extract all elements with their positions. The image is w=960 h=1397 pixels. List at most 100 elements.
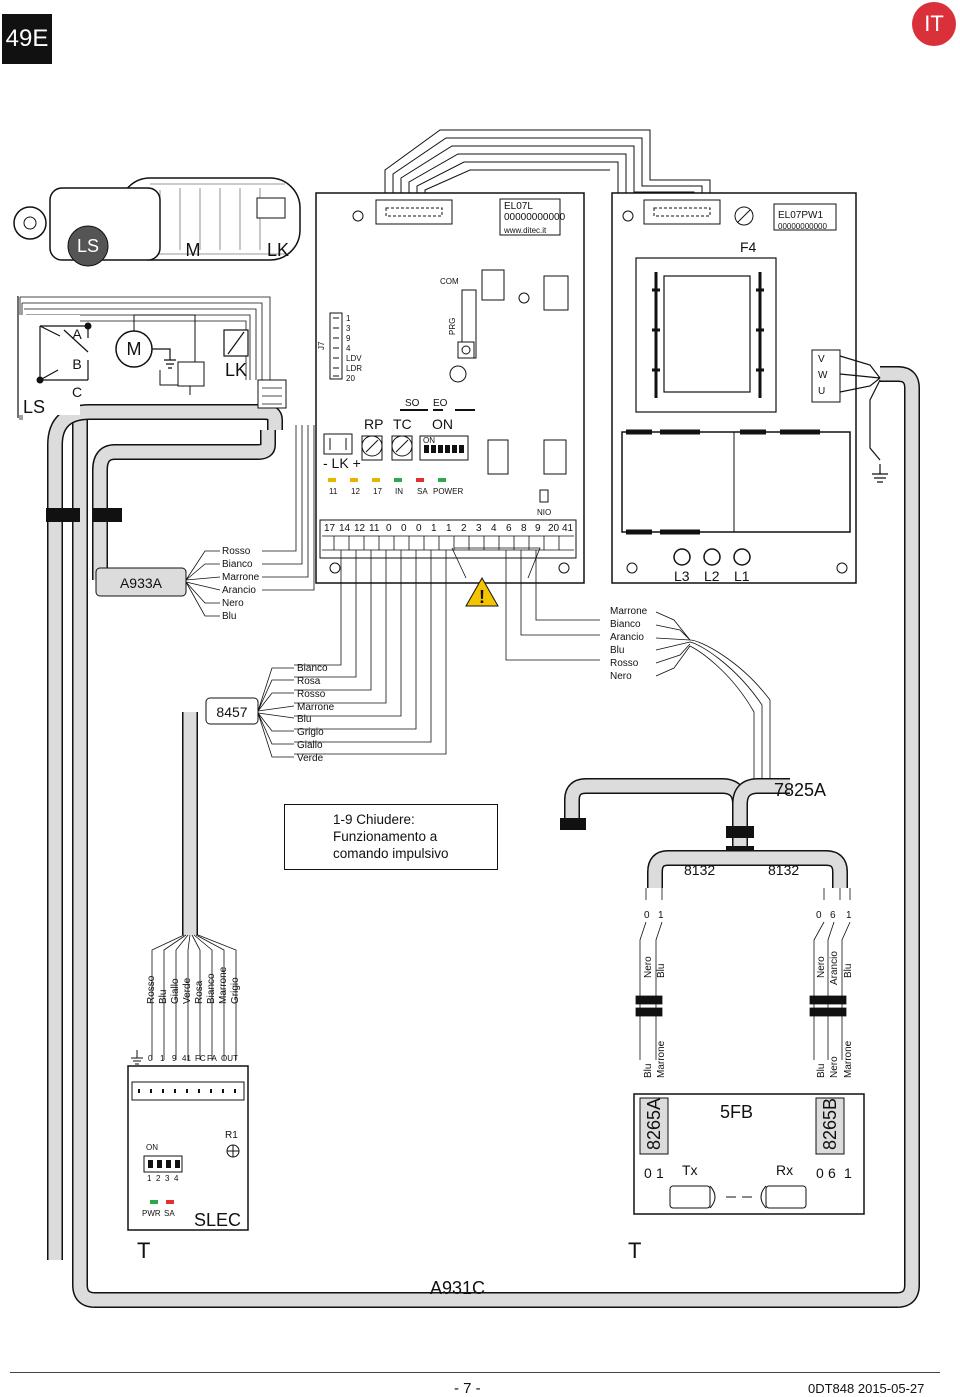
pc-term: 0: [644, 910, 650, 921]
t-label: T: [137, 1238, 150, 1263]
led-label: SA: [417, 487, 428, 496]
slec-wire-label: Verde: [182, 977, 193, 1004]
power-wire-label: Marrone: [610, 606, 648, 617]
power-board-serial: 00000000000: [778, 222, 827, 231]
circuit-b: B: [72, 356, 81, 372]
pc-term: 0: [816, 910, 822, 921]
board-output-wires: [294, 550, 600, 755]
circuit-m: M: [127, 339, 142, 359]
limit-connector: [257, 379, 287, 409]
j7-pin: 4: [346, 344, 351, 353]
pc-term: 1: [658, 910, 664, 921]
slec-wire-label: Rosa: [194, 980, 205, 1004]
rx-label: Rx: [776, 1162, 793, 1178]
led-label: 11: [329, 487, 338, 496]
warning-icon: !: [465, 576, 499, 607]
wire-label: Marrone: [222, 572, 260, 583]
t-label: T: [628, 1238, 641, 1263]
terminal-label: 0: [386, 523, 392, 534]
slec-r1-label: R1: [225, 1130, 238, 1141]
pc-term: 6: [828, 1165, 836, 1181]
jumper-wire: [451, 547, 541, 579]
terminal-label: 11: [369, 523, 380, 534]
page-number: - 7 -: [454, 1380, 481, 1397]
a933a-box: A933A: [95, 567, 187, 597]
cable-gland: [92, 508, 122, 522]
slec-wires: [151, 934, 237, 1060]
terminal-label: 2: [461, 523, 467, 534]
slec-terminal-label: 9: [172, 1054, 177, 1063]
wire-label: Rosso: [222, 546, 251, 557]
pc-term: 0: [644, 1165, 652, 1181]
slec-dip-number: 2: [156, 1174, 161, 1183]
wire-label: Bianco: [297, 663, 328, 674]
led-label: 17: [373, 487, 382, 496]
on-label: ON: [432, 416, 453, 432]
slec-wire-label: Giallo: [170, 978, 181, 1004]
eo-label: EO: [433, 398, 448, 409]
slec-terminal-label: 0: [148, 1054, 153, 1063]
power-board: F4 EL07PW1 00000000000 V W U L3 L2 L1: [611, 192, 857, 584]
pc-term: 6: [830, 910, 836, 921]
j7-pin: LDV: [346, 354, 362, 363]
circuit-lk: LK: [225, 360, 247, 380]
wire-label: Nero: [222, 598, 244, 609]
slec-wire-label: Rosso: [146, 975, 157, 1004]
l2-label: L2: [704, 568, 720, 584]
j7-pin: 3: [346, 324, 351, 333]
terminal-label: 17: [324, 523, 336, 534]
wire-label: Rosso: [297, 689, 326, 700]
motor-ls-label: LS: [77, 236, 99, 256]
8265b-label: 8265B: [820, 1098, 840, 1150]
8457-label: 8457: [216, 704, 247, 720]
dip-on-label: ON: [423, 436, 435, 445]
com-label: COM: [440, 277, 459, 286]
slec-wire-labels: Rosso Blu Giallo Verde Rosa Bianco Marro…: [146, 966, 241, 1004]
7825a-label: 7825A: [774, 780, 826, 800]
terminal-label: 41: [562, 523, 574, 534]
language-badge[interactable]: IT: [912, 2, 956, 46]
note-text: 1-9 Chiudere: Funzionamento a comando im…: [333, 812, 449, 861]
fuse-label: F4: [740, 239, 757, 255]
cable-gland: [46, 508, 80, 522]
board-serial: 00000000000: [504, 212, 566, 223]
footer-rule: [10, 1372, 940, 1373]
circuit-a: A: [72, 326, 82, 342]
terminal-block: 17 14 12 11 0 0 0 1 1 2 3 4 6 8 9 20 41: [324, 523, 574, 534]
power-wire-label: Nero: [610, 671, 632, 682]
pc-wire: Nero: [829, 1056, 840, 1078]
cable-8132: [647, 850, 848, 888]
board-website: www.ditec.it: [503, 226, 547, 235]
motor-illustration: LS M LK: [13, 177, 301, 267]
8265a-label: 8265A: [644, 1098, 664, 1150]
a933a-label: A933A: [120, 575, 163, 591]
limit-switch-circuit: [17, 296, 249, 418]
slec-dip-number: 1: [147, 1174, 152, 1183]
wire-label: Marrone: [297, 702, 335, 713]
control-board: EL07L 00000000000 www.ditec.it COM PRG J…: [315, 192, 585, 584]
led-label: IN: [395, 487, 403, 496]
photocell-5fb: 8265A 8265B 5FB 0 1 Tx Rx 0 6 1: [633, 1093, 865, 1215]
pc-wire: Blu: [643, 1064, 654, 1078]
cable-gland: [726, 826, 754, 838]
8132-right-label: 8132: [768, 862, 799, 878]
cable-left-loop: [47, 404, 283, 1260]
uvw-wires: [839, 355, 888, 483]
tc-label: TC: [393, 416, 412, 432]
wire-label: Rosa: [297, 676, 321, 687]
j7-pin: LDR: [346, 364, 362, 373]
pc-wire: Blu: [816, 1064, 827, 1078]
pc-wire: Nero: [816, 956, 827, 978]
terminal-label: 8: [521, 523, 527, 534]
photocell-left-wires: [635, 888, 663, 1060]
a931c-label: A931C: [430, 1278, 485, 1298]
pc-term: 1: [846, 910, 852, 921]
pc-term: 1: [656, 1165, 664, 1181]
a933a-wires: Rosso Bianco Marrone Arancio Nero Blu: [185, 425, 315, 622]
j7-label: J7: [317, 341, 326, 350]
motor-connector: [177, 361, 205, 387]
tx-label: Tx: [682, 1162, 698, 1178]
board-model: EL07L: [504, 201, 533, 212]
pc-term: 0: [816, 1165, 824, 1181]
terminal-label: 0: [416, 523, 422, 534]
